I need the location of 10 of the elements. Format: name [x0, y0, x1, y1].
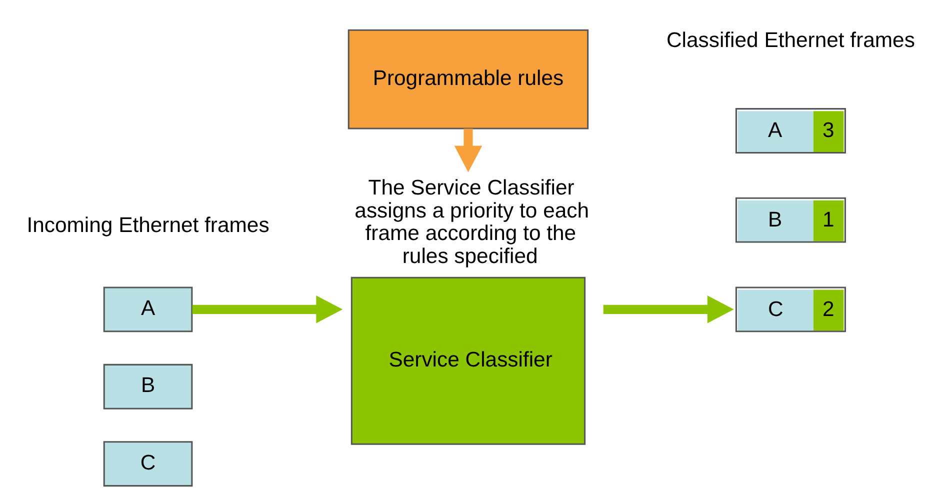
arrow	[603, 296, 734, 324]
label: Incoming Ethernet frames	[26, 214, 270, 237]
arrow	[454, 128, 482, 172]
node-box: B	[103, 364, 193, 410]
arrow	[192, 296, 343, 324]
node-box: C	[103, 441, 193, 487]
node-label: The Service Classifier assigns a priority to each frame according to the rules specified	[354, 176, 590, 268]
label: Classified Ethernet frames	[666, 29, 915, 52]
node-box: Programmable rules	[348, 29, 589, 130]
node-box: A	[103, 286, 193, 332]
